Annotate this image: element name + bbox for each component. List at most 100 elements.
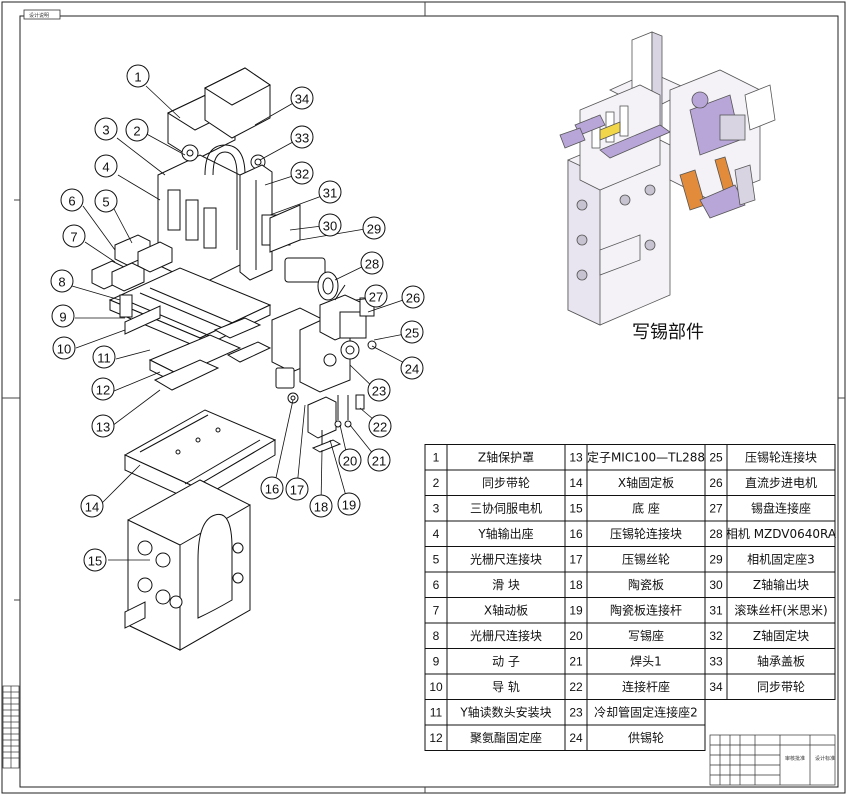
balloon-6	[60, 188, 84, 212]
parts-table-cell-name	[446, 648, 566, 675]
assembly-render	[559, 31, 776, 326]
part-number: 16	[569, 527, 583, 541]
parts-table-cell-name	[726, 520, 836, 547]
balloon-8	[50, 269, 74, 293]
parts-table-cell-name	[726, 673, 836, 700]
balloon-label: 21	[372, 454, 386, 469]
part-number: 30	[709, 578, 723, 592]
part-name: 聚氨酯固定座	[470, 730, 542, 745]
balloon-label: 1	[134, 70, 141, 85]
part-name: 陶瓷板	[628, 577, 664, 592]
part-name: 相机 MZDV0640RA	[726, 527, 837, 541]
part-name: 光栅尺连接块	[470, 551, 542, 566]
parts-table-row: 32 Z轴固定块	[704, 622, 836, 649]
balloon-34	[290, 86, 314, 110]
parts-table-cell-name	[586, 622, 706, 649]
part-number: 12	[429, 731, 443, 745]
balloon-label: 20	[343, 454, 357, 469]
part-name: X轴固定板	[618, 475, 674, 490]
revision-strip	[2, 685, 20, 769]
part-number: 17	[569, 552, 583, 566]
balloon-23	[367, 378, 391, 402]
title-block-approval: 审核批准	[785, 755, 805, 762]
parts-table-cell-name	[446, 724, 566, 751]
part-name: Y轴读数头安装块	[459, 704, 551, 719]
balloon-1	[126, 64, 150, 88]
balloon-label: 24	[405, 362, 419, 377]
part-number: 23	[569, 705, 583, 719]
balloon-label: 7	[70, 230, 77, 245]
balloon-label: 12	[96, 383, 110, 398]
part-name: Z轴固定块	[753, 628, 809, 643]
balloon-label: 8	[58, 275, 65, 290]
part-name: 直流步进电机	[745, 476, 817, 490]
parts-table-row: 3 三协伺服电机	[424, 495, 566, 522]
part-name: 底 座	[632, 500, 660, 515]
part-number: 2	[433, 476, 440, 490]
part-name: 轴承盖板	[757, 653, 805, 668]
part-name: 三协伺服电机	[470, 500, 542, 515]
parts-table-row: 2 同步带轮	[424, 469, 566, 496]
balloon-31	[318, 180, 342, 204]
balloon-label: 31	[323, 186, 337, 201]
part-number: 33	[709, 654, 723, 668]
part-number: 24	[569, 731, 583, 745]
part-number: 3	[433, 501, 440, 515]
balloon-9	[51, 304, 75, 328]
part-name: 同步带轮	[482, 476, 530, 490]
part-name: 导 轨	[492, 680, 520, 694]
balloon-4	[94, 154, 118, 178]
balloon-30	[318, 213, 342, 237]
balloon-label: 17	[290, 483, 304, 498]
balloon-13	[91, 414, 115, 438]
balloon-32	[290, 161, 314, 185]
balloon-14	[80, 494, 104, 518]
part-name: 相机固定座3	[747, 551, 815, 566]
balloon-17	[285, 477, 309, 501]
parts-table-cell-name	[586, 444, 706, 471]
balloon-label: 2	[133, 124, 140, 139]
parts-table-cell-name	[446, 597, 566, 624]
parts-table-cell-name	[586, 571, 706, 598]
parts-table-cell-name	[446, 546, 566, 573]
part-number: 32	[709, 629, 723, 643]
part-name: Z轴输出块	[753, 577, 809, 592]
view-title: 写锡部件	[632, 322, 704, 343]
part-number: 11	[430, 705, 443, 719]
balloon-label: 6	[68, 194, 75, 209]
part-number: 7	[433, 603, 440, 617]
balloon-label: 28	[365, 257, 379, 272]
parts-table-cell-name	[586, 546, 706, 573]
part-number: 25	[709, 450, 723, 464]
balloon-29	[362, 216, 386, 240]
balloon-10	[52, 336, 76, 360]
balloon-label: 10	[57, 342, 71, 357]
part-name: 焊头1	[630, 653, 662, 668]
balloon-15	[83, 548, 107, 572]
parts-table-cell-name	[586, 673, 706, 700]
title-block	[709, 734, 836, 786]
part-name: Z轴保护罩	[478, 449, 534, 464]
balloon-label: 16	[265, 482, 279, 497]
part-number: 18	[569, 578, 583, 592]
